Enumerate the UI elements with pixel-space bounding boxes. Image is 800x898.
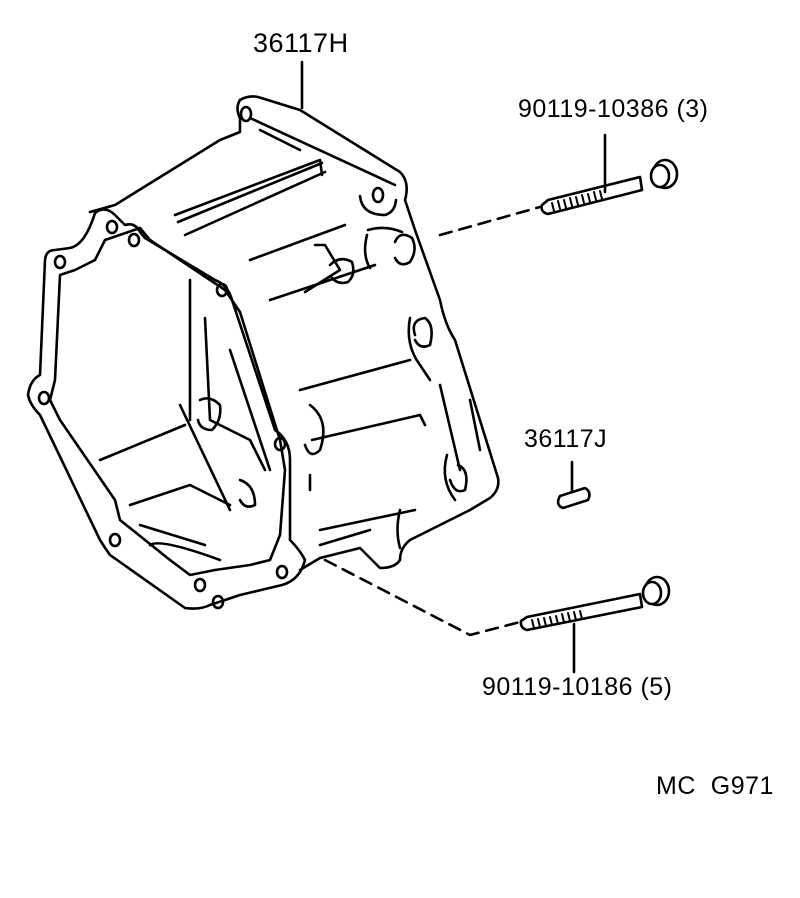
bolt-hole-icon — [105, 219, 119, 235]
housing-drawing — [88, 95, 500, 572]
bolt-hole-icon — [371, 186, 385, 204]
housing-front-flange — [26, 208, 307, 610]
part-label-bolt-upper: 90119-10386 (3) — [518, 95, 709, 123]
bolt-hole-icon — [108, 532, 122, 548]
bolt-hole-icon — [273, 436, 287, 452]
part-label-pin: 36117J — [524, 425, 608, 453]
part-label-bolt-lower: 90119-10186 (5) — [482, 673, 673, 701]
bolt-hole-icon — [215, 282, 229, 298]
bolt-upper-icon — [540, 133, 679, 216]
dashed-leader-upper — [438, 205, 542, 237]
pin-icon — [556, 460, 591, 510]
bolt-hole-icon — [127, 232, 141, 248]
bolt-hole-icon — [53, 254, 67, 270]
bolt-hole-icon — [275, 564, 289, 580]
bolt-lower-icon — [519, 575, 671, 674]
diagram-code: MC G971 — [656, 772, 774, 800]
bolt-hole-icon — [211, 594, 225, 610]
bolt-hole-icon — [193, 577, 207, 593]
bolt-hole-icon — [239, 105, 253, 123]
dashed-leader-lower — [323, 558, 522, 637]
bolt-hole-icon — [37, 390, 51, 406]
part-label-housing: 36117H — [253, 28, 349, 58]
